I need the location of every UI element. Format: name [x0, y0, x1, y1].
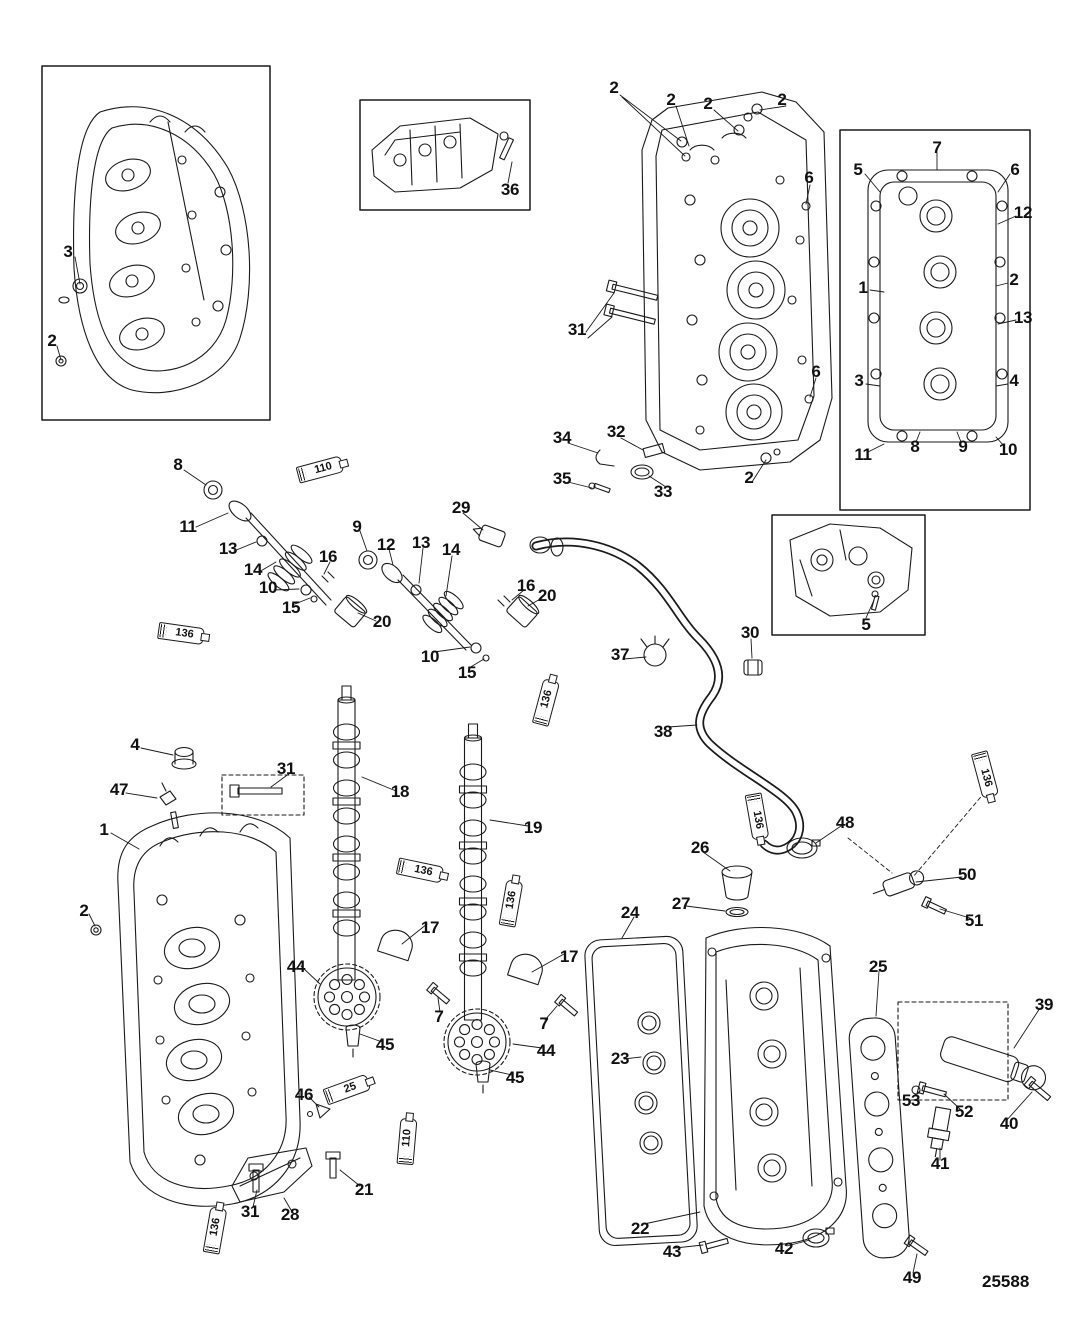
cam-caps-and-hardware-art	[231, 929, 579, 1203]
cylinder-head-main-art	[588, 91, 833, 494]
valve-cover-bottom-art	[703, 926, 847, 1246]
valve-train-art	[203, 480, 540, 662]
ignition-coil-art	[897, 1001, 1052, 1158]
breather-hose-art	[472, 524, 805, 855]
cylinder-head-bottom-art	[90, 746, 305, 1207]
valve-cover-inset-art	[867, 169, 1009, 443]
fittings-and-clamps-art	[698, 837, 947, 1256]
cylinder-head-front-view-art	[55, 106, 251, 394]
mounting-plate-art	[848, 1017, 910, 1259]
inset-frames	[41, 65, 1031, 636]
valve-cover-gasket-art	[584, 935, 698, 1247]
manifold-inset-art	[371, 117, 515, 193]
camshaft-intake-art	[313, 685, 381, 1031]
camshaft-exhaust-art	[443, 723, 511, 1076]
drawing-number: 25588	[982, 1272, 1030, 1291]
leader-lines	[56, 94, 1041, 1274]
adapter-inset-art	[789, 523, 913, 617]
